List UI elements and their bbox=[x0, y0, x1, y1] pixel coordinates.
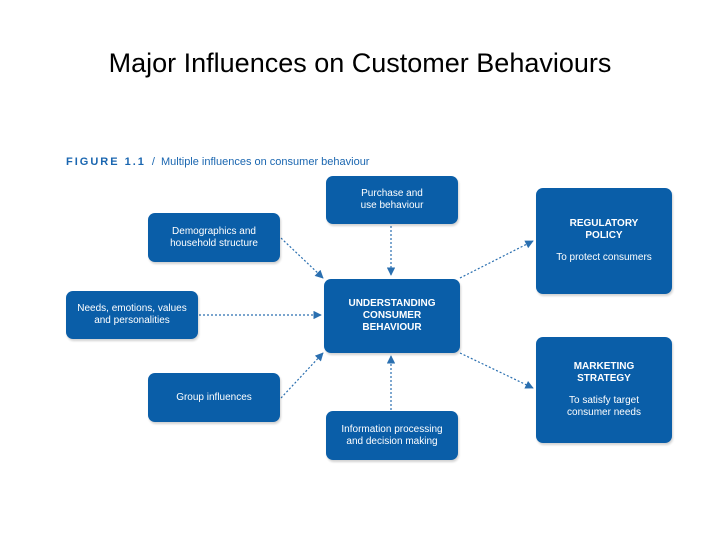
node-understanding-consumer-behaviour: UNDERSTANDING CONSUMER BEHAVIOUR bbox=[324, 279, 460, 353]
figure-caption: FIGURE 1.1 / Multiple influences on consum… bbox=[66, 156, 369, 168]
node-regulatory-policy: REGULATORY POLICY To protect consumers bbox=[536, 188, 672, 294]
node-purchase-behaviour: Purchase and use behaviour bbox=[326, 176, 458, 224]
arrow-center-to-regulatory bbox=[459, 240, 534, 279]
node-needs-emotions: Needs, emotions, values and personalitie… bbox=[66, 291, 198, 339]
slide-title: Major Influences on Customer Behaviours bbox=[108, 48, 612, 78]
figure-separator: / bbox=[151, 156, 155, 168]
figure-label: FIGURE 1.1 bbox=[66, 156, 146, 168]
node-information-processing: Information processing and decision maki… bbox=[326, 411, 458, 460]
arrow-demographics-to-center bbox=[280, 237, 324, 279]
arrow-group-to-center bbox=[280, 352, 324, 399]
node-demographics: Demographics and household structure bbox=[148, 213, 280, 262]
node-group-influences: Group influences bbox=[148, 373, 280, 422]
figure-caption-text: Multiple influences on consumer behaviou… bbox=[160, 156, 370, 168]
arrow-center-to-marketing bbox=[459, 352, 534, 389]
node-marketing-strategy: MARKETING STRATEGY To satisfy target con… bbox=[536, 337, 672, 443]
